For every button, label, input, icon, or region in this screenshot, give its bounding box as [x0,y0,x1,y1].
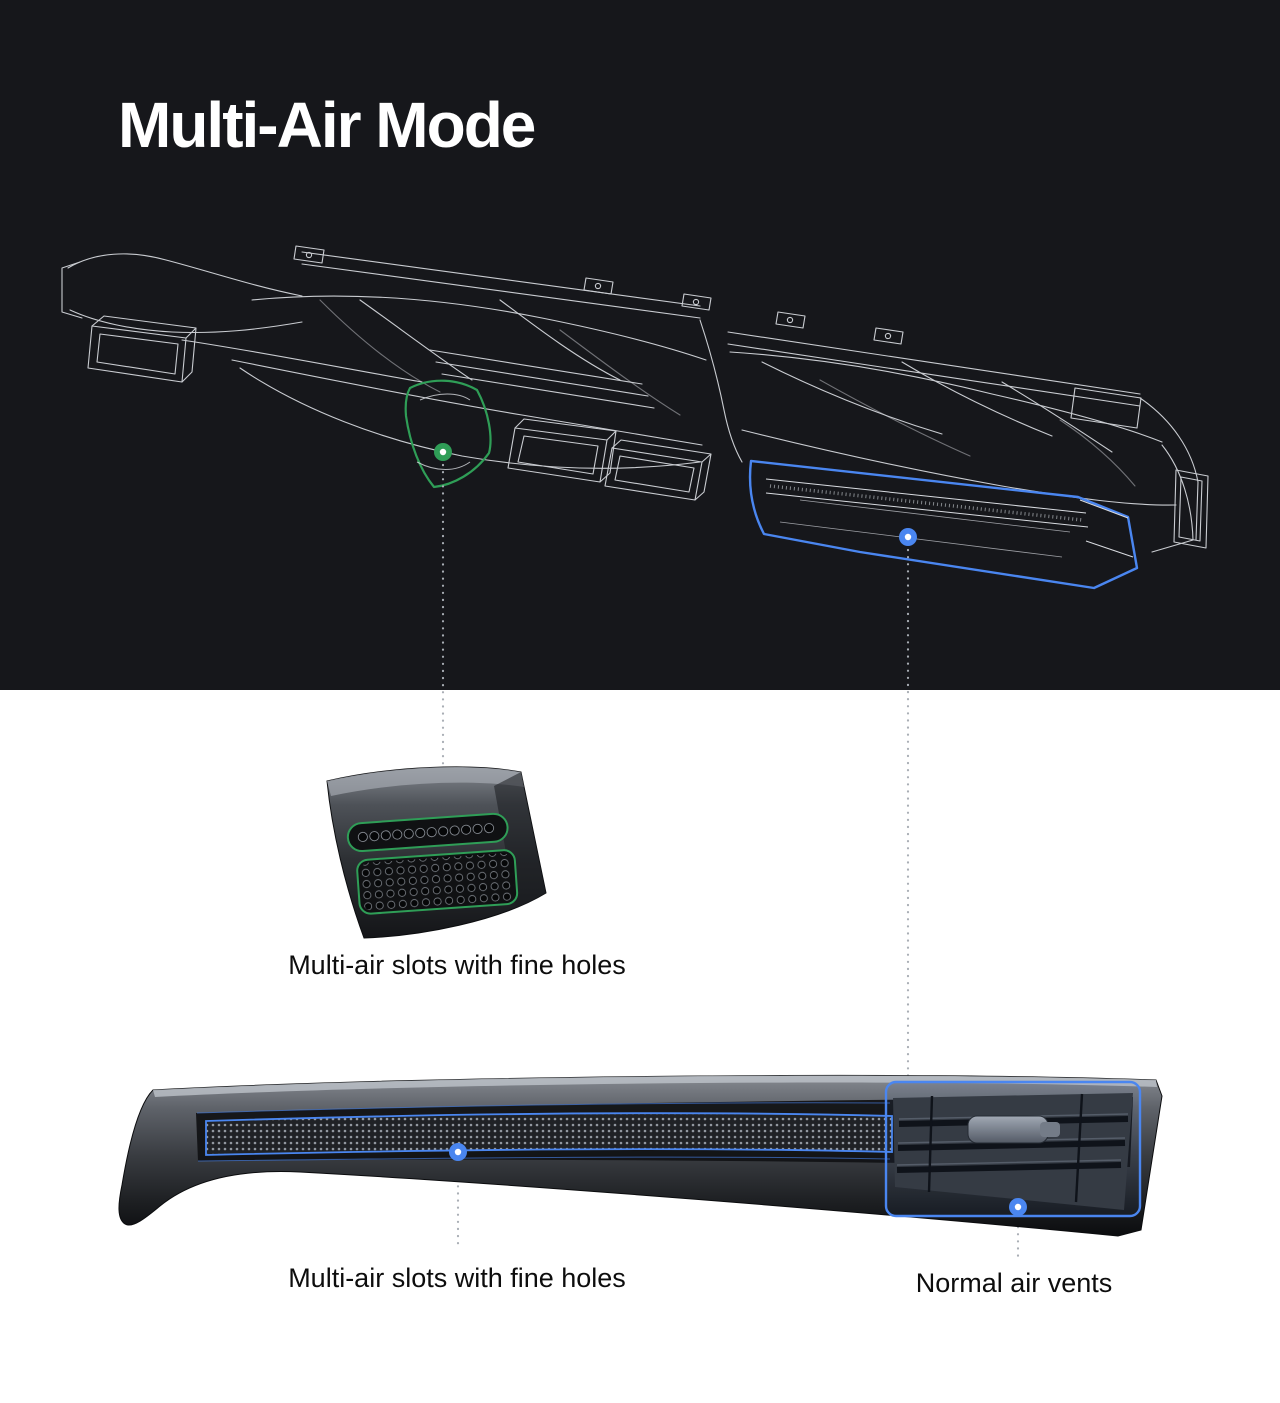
normal-vent-highlight-box [884,1080,1142,1218]
vent-knob [967,1115,1049,1144]
strip-multi-air-marker [449,1143,467,1161]
label-normal-air-vents: Normal air vents [915,1268,1113,1298]
multi-air-slot-bottom-grid [356,849,519,915]
vent-closeup-illustration [326,766,547,939]
label-multi-air-strip: Multi-air slots with fine holes [288,1263,626,1293]
dashboard-trim-illustration [118,1074,1163,1237]
label-multi-air-closeup: Multi-air slots with fine holes [288,950,626,980]
multi-air-slot-top-row [346,812,509,853]
strip-normal-vent-marker [1009,1198,1027,1216]
page-title: Multi-Air Mode [118,89,536,161]
normal-vent-grille [893,1093,1133,1210]
multi-air-band [196,1102,893,1162]
